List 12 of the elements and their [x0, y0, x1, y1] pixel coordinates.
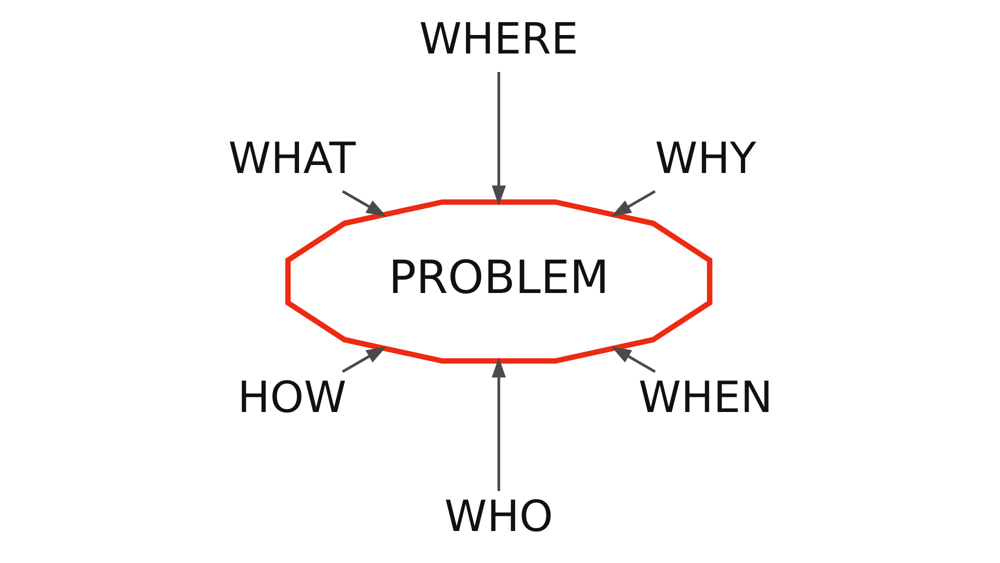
- node-text: WHAT: [228, 134, 356, 184]
- arrow: [341, 190, 386, 217]
- node-text: WHO: [444, 492, 553, 542]
- arrow: [491, 72, 506, 206]
- node-text: WHERE: [418, 14, 578, 65]
- node-text: WHEN: [638, 372, 772, 423]
- arrow: [610, 346, 656, 373]
- arrow: [610, 190, 656, 217]
- arrow: [341, 346, 386, 373]
- node-text: HOW: [237, 372, 346, 423]
- arrow: [491, 357, 506, 492]
- node-text: WHY: [654, 134, 756, 184]
